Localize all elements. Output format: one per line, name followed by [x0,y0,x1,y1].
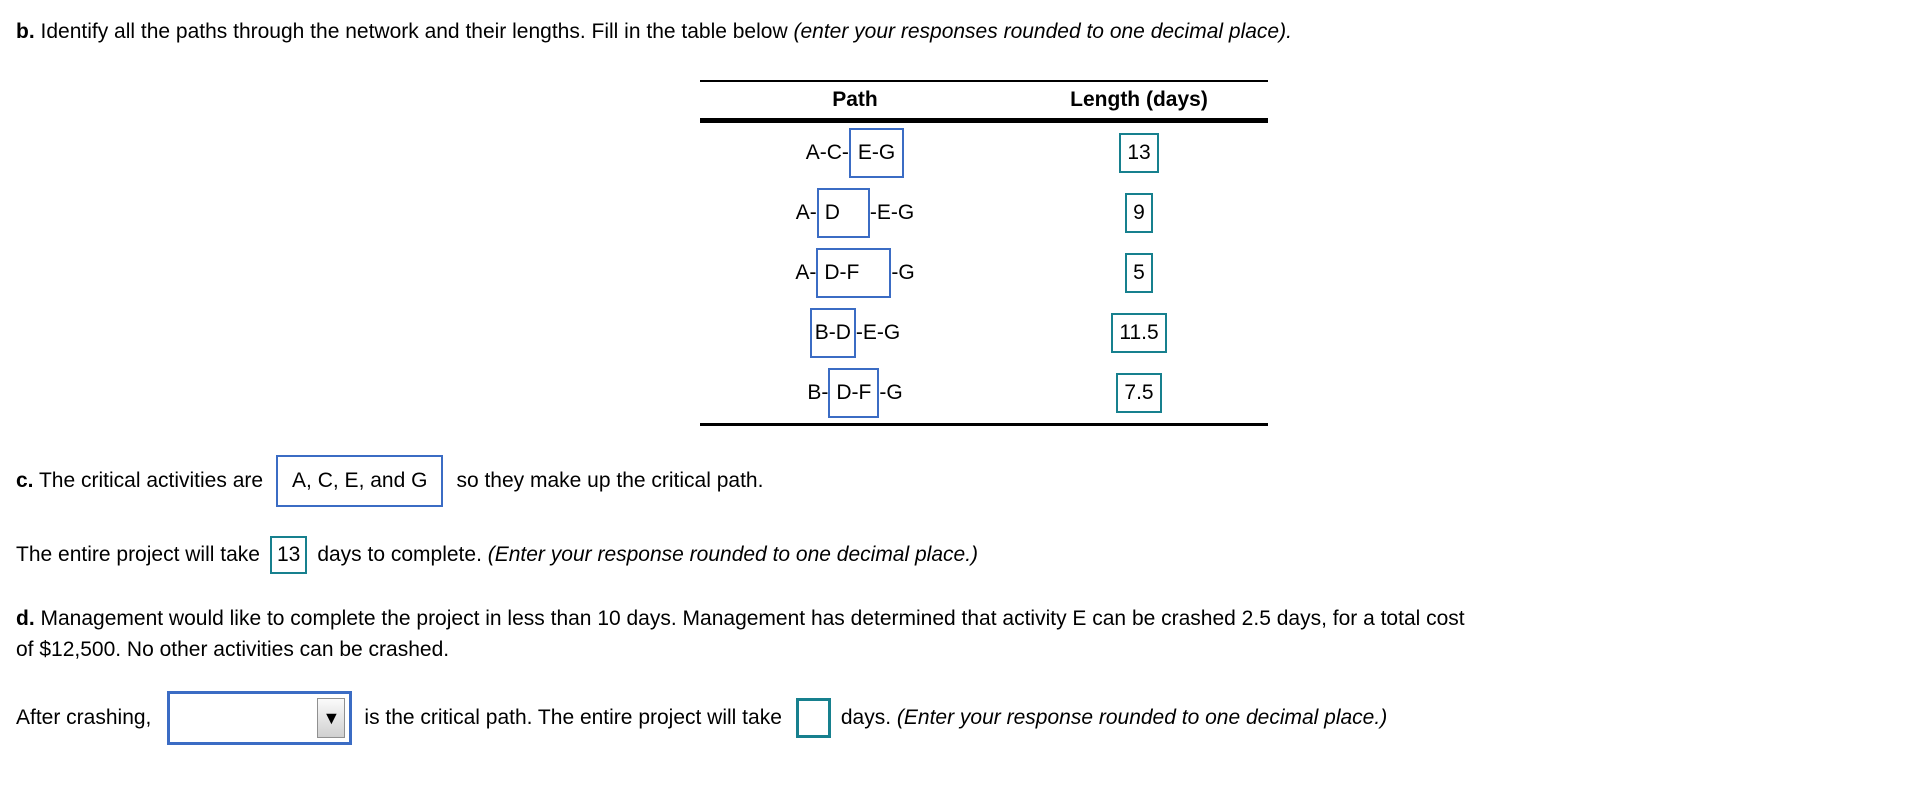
path-cell: A-C- E-G [700,128,1010,178]
path-cell: B- D-F -G [700,368,1010,418]
crash-text-mid: is the critical path. The entire project… [364,706,782,729]
path-prefix: A- [795,201,817,224]
length-answer-value: 5 [1133,261,1145,284]
table-row: B- D-F -G 7.5 [700,363,1268,423]
path-answer-box[interactable]: B-D [809,308,856,358]
length-column-header: Length (days) [1070,88,1208,111]
path-answer-box[interactable]: D-F [828,368,880,418]
question-c-text-after: so they make up the critical path. [456,469,764,492]
length-answer-box[interactable]: 13 [1119,133,1159,173]
table-row: A- D -E-G 9 [700,183,1268,243]
length-answer-value: 9 [1133,201,1145,224]
critical-activities-answer-box[interactable]: A, C, E, and G [276,455,444,507]
table-row: A- D-F -G 5 [700,243,1268,303]
question-c: c. The critical activities are A, C, E, … [16,454,1916,508]
length-cell: 9 [1010,193,1268,233]
path-answer-value: D-F [824,261,860,284]
length-answer-value: 11.5 [1119,321,1159,344]
path-suffix: -E-G [855,321,901,344]
crash-instruction: (Enter your response rounded to one deci… [891,706,1388,729]
project-duration-value: 13 [276,543,301,566]
path-answer-value: B-D [814,321,851,344]
length-answer-value: 13 [1127,141,1151,164]
dropdown-arrow-icon: ▼ [322,708,341,728]
length-answer-value: 7.5 [1124,381,1154,404]
question-b: b. Identify all the paths through the ne… [16,16,1486,47]
crash-answer-line: After crashing, ▼ is the critical path. … [16,691,1916,745]
table-header-row: Path Length (days) [700,82,1268,123]
path-suffix: -G [879,381,903,404]
project-duration-text-after: days to complete. [317,543,482,566]
project-duration-instruction: (Enter your response rounded to one deci… [481,543,979,566]
crash-duration-answer-box[interactable] [795,698,831,738]
question-c-text-before: The critical activities are [33,469,264,492]
path-answer-box[interactable]: D [816,188,870,238]
project-duration-line: The entire project will take 13 days to … [16,535,1916,575]
path-prefix: A-C- [805,141,849,164]
crash-text-after: days. [840,706,892,729]
path-suffix: -E-G [869,201,915,224]
critical-path-dropdown[interactable]: ▼ [167,691,353,745]
table-row: B-D-E-G 11.5 [700,303,1268,363]
length-cell: 5 [1010,253,1268,293]
dropdown-arrow-button[interactable]: ▼ [317,698,346,738]
critical-activities-value: A, C, E, and G [292,469,428,492]
length-cell: 7.5 [1010,373,1268,413]
length-answer-box[interactable]: 7.5 [1116,373,1162,413]
path-answer-value: D-F [836,381,872,404]
question-c-label: c. [16,469,34,492]
path-answer-box[interactable]: D-F [816,248,892,298]
table-row: A-C- E-G 13 [700,123,1268,183]
question-d-label: d. [16,607,35,630]
project-duration-text-before: The entire project will take [16,543,260,566]
question-b-text: Identify all the paths through the netwo… [34,20,794,43]
question-b-label: b. [16,20,35,43]
length-answer-box[interactable]: 9 [1125,193,1153,233]
question-b-instruction: (enter your responses rounded to one dec… [793,20,1292,43]
question-d: d. Management would like to complete the… [16,603,1486,665]
length-cell: 11.5 [1010,313,1268,353]
path-prefix: B- [807,381,829,404]
path-cell: B-D-E-G [700,308,1010,358]
path-suffix: -G [891,261,915,284]
question-c-segment: c. The critical activities are [16,469,263,493]
path-prefix: A- [795,261,817,284]
path-answer-value: E-G [857,141,896,164]
crash-text-before: After crashing, [16,706,152,729]
project-duration-answer-box[interactable]: 13 [269,536,308,574]
length-cell: 13 [1010,133,1268,173]
path-answer-box[interactable]: E-G [848,128,905,178]
path-cell: A- D -E-G [700,188,1010,238]
length-answer-box[interactable]: 11.5 [1111,313,1167,353]
path-column-header: Path [832,88,878,111]
question-d-text: Management would like to complete the pr… [16,607,1465,661]
path-cell: A- D-F -G [700,248,1010,298]
length-answer-box[interactable]: 5 [1125,253,1153,293]
path-answer-value: D [824,201,840,224]
